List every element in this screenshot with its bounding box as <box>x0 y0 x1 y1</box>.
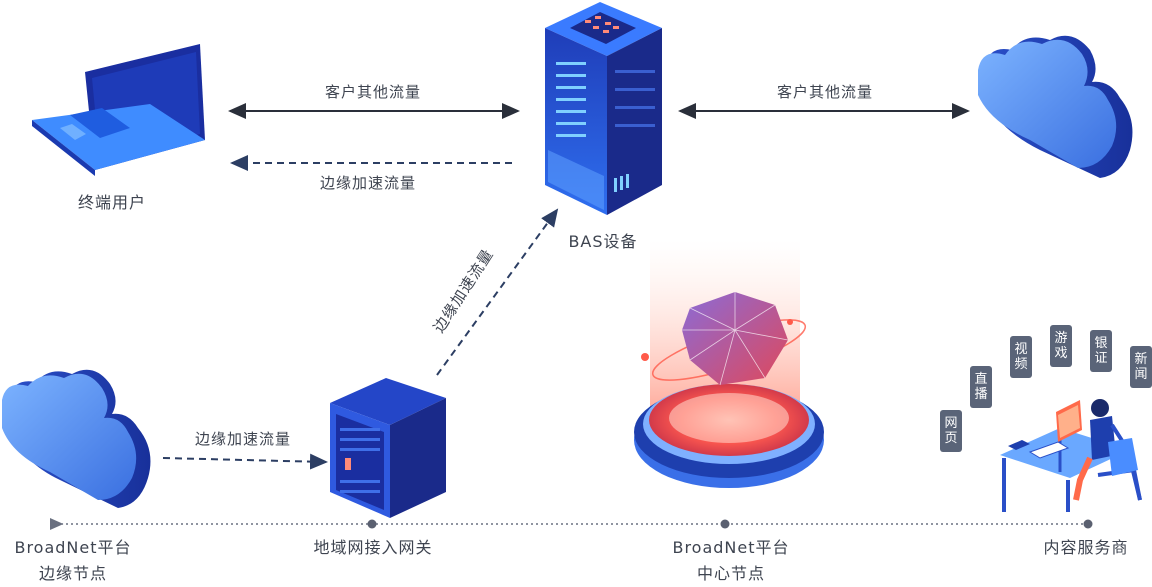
server-rack-icon <box>545 2 662 215</box>
dashed-arrow-bottom <box>162 453 328 470</box>
content-tag: 银证 <box>1090 330 1112 372</box>
label-edge-node: BroadNet平台 边缘节点 <box>14 535 131 587</box>
label-bottom-left: 边缘加速流量 <box>194 430 292 448</box>
label-bas-device: BAS设备 <box>568 232 638 251</box>
label-edge-node-line2: 边缘节点 <box>38 564 108 583</box>
content-tag: 新闻 <box>1130 346 1152 388</box>
timeline-dot-center <box>720 519 730 529</box>
label-center-node-line2: 中心节点 <box>696 564 766 583</box>
content-tag: 网页 <box>940 410 962 452</box>
timeline-dot-provider <box>1083 519 1093 529</box>
label-top-left-upper: 客户其他流量 <box>324 83 422 101</box>
label-content-provider: 内容服务商 <box>1043 538 1129 557</box>
hologram-platform-icon <box>634 240 824 488</box>
timeline-dot-gateway <box>367 519 377 529</box>
dashed-arrow-diagonal <box>436 208 559 376</box>
laptop-icon <box>32 44 205 176</box>
label-end-user: 终端用户 <box>77 193 147 212</box>
cloud-icon <box>978 35 1133 178</box>
label-top-left-lower: 边缘加速流量 <box>319 174 417 192</box>
server-tower-icon <box>330 378 446 518</box>
label-edge-node-line1: BroadNet平台 <box>14 538 132 557</box>
label-center-node: BroadNet平台 中心节点 <box>672 535 789 587</box>
content-tag: 视频 <box>1010 336 1032 378</box>
label-gateway: 地域网接入网关 <box>313 538 433 557</box>
label-top-right: 客户其他流量 <box>776 83 874 101</box>
cloud-icon <box>2 369 151 508</box>
content-tag: 直播 <box>970 366 992 408</box>
content-tag: 游戏 <box>1050 325 1072 367</box>
label-center-node-line1: BroadNet平台 <box>672 538 790 557</box>
person-at-desk-icon <box>1000 399 1142 512</box>
